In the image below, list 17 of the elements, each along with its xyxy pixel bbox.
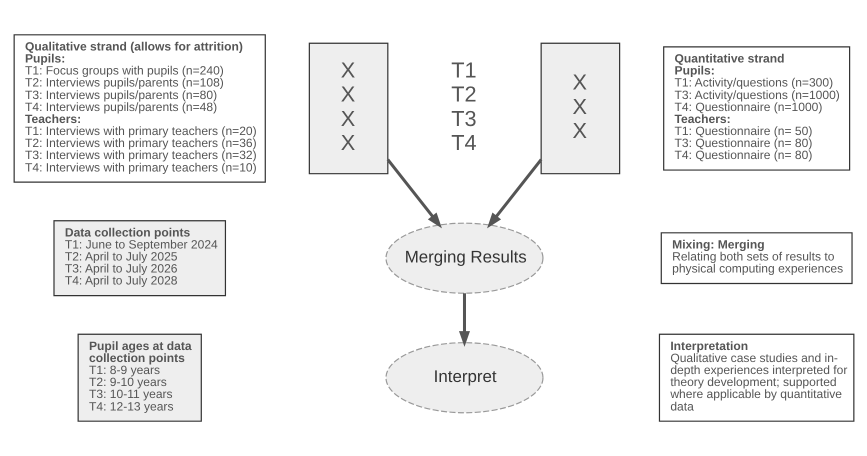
node-box: Qualitative strand (allows for attrition) Pupils: T1: Focus groups with pupils (n=240) T2: Interviews pupils/parents (n=108) T3: Interviews pupils/parents (n=80) T4: Interviews pupils/parents (n=48) Teachers: T1: Interviews with primary teachers (n=20) T2: Interviews with primary teachers (n=36) T3: Interviews with primary teachers (n=32) T4: Interviews with primary teachers (n=10) <box>13 34 266 183</box>
arrow <box>386 158 442 228</box>
node-box: Pupil ages at data collection points T1: 8-9 years T2: 9-10 years T3: 10-11 years T4: 12-13 years <box>77 334 202 422</box>
node-ellipse: Interpret <box>384 342 544 414</box>
node-box: Data collection points T1: June to September 2024 T2: April to July 2025 T3: April to July 2026 T4: April to July 2028 <box>52 220 226 296</box>
node-ellipse: Merging Results <box>384 222 544 294</box>
label: T2 <box>450 82 476 107</box>
node-box: Quantitative strand Pupils: T1: Activity/questions (n=300) T3: Activity/questions (n=1000) T4: Questionnaire (n=1000) Teachers: T1: Questionnaire (n= 50) T3: Questionnaire (n= 80) T4: Questionnaire (n= 80) <box>662 46 850 171</box>
node-box: Mixing: Merging Relating both sets of results to physical computing experiences <box>660 232 852 284</box>
label: T3 <box>450 106 476 131</box>
arrow <box>458 293 470 347</box>
node-box: X X X X <box>308 42 388 174</box>
node-box: X X X <box>540 42 620 174</box>
arrow <box>486 158 542 228</box>
label: T4 <box>450 130 476 156</box>
node-box: Interpretation Qualitative case studies and in-depth experiences interpreted for theory development; supported where applicable by quantitative data <box>658 334 854 422</box>
label: T1 <box>450 58 476 83</box>
